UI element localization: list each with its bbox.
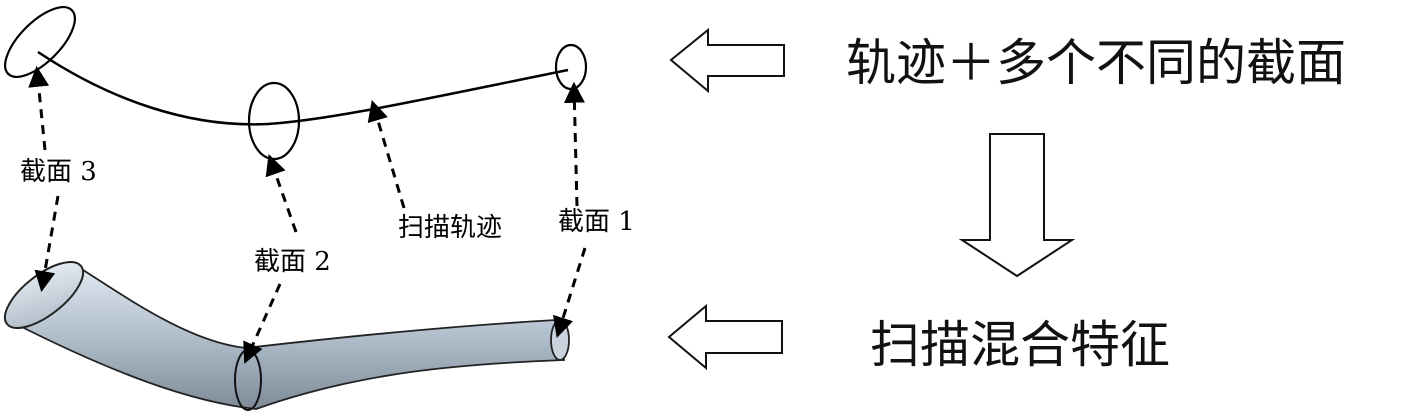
sweep-path-curve (37, 50, 569, 126)
section-3-wire (4, 6, 76, 78)
section-2-lower-arrow (243, 283, 282, 364)
section-2-upper-arrow (265, 154, 298, 233)
section-1-upper-arrow (563, 81, 585, 207)
sweep-path-label: 扫描轨迹 (398, 213, 502, 243)
tube-mouth (3, 261, 85, 329)
section-2-label: 截面 2 (254, 247, 331, 277)
headline-top: 轨迹＋多个不同的截面 (846, 34, 1346, 92)
section-3-label: 截面 3 (20, 157, 97, 187)
section-1-wire (554, 43, 588, 91)
wireframe-group (4, 6, 588, 161)
sweep-path-arrow (367, 99, 406, 209)
tube-body (6, 266, 566, 410)
section-3-upper-arrow (28, 65, 50, 151)
headline-bottom: 扫描混合特征 (870, 316, 1170, 374)
down-block-arrow-icon (958, 133, 1076, 278)
left-block-arrow-top-icon (669, 27, 785, 94)
leader-arrows (28, 65, 587, 364)
left-block-arrow-bottom-icon (667, 303, 783, 371)
section-1-label: 截面 1 (558, 207, 635, 237)
